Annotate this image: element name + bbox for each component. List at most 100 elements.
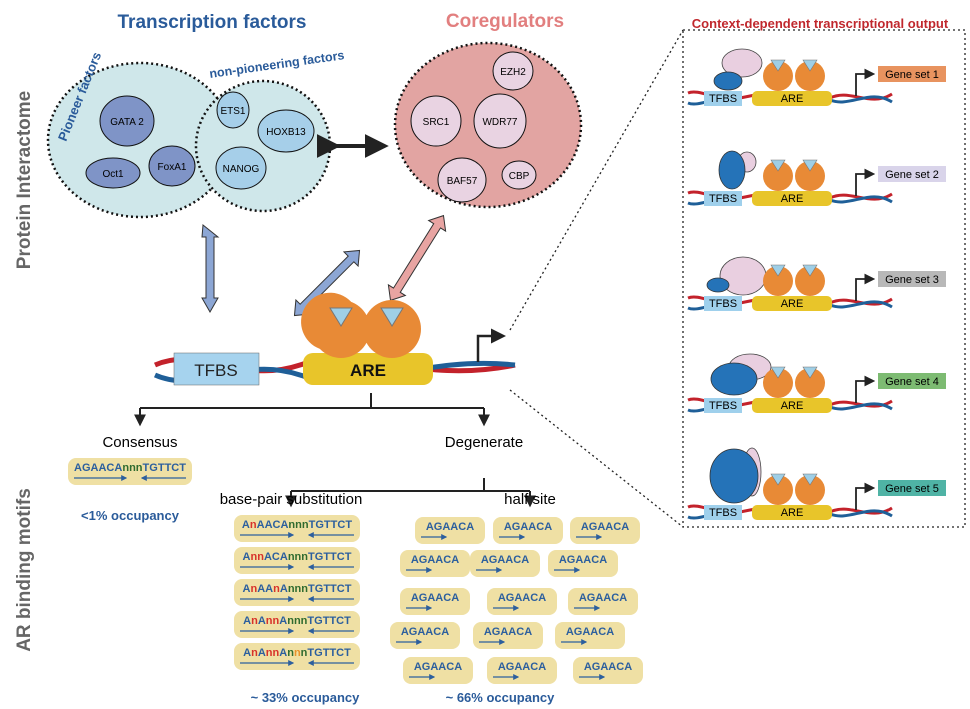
- title-transcription-factors: Transcription factors: [118, 12, 307, 33]
- bps-label: base-pair substitution: [220, 491, 363, 508]
- motif-sequence: AnnACAnnnTGTTCT: [243, 551, 352, 563]
- half-site-motif: AGAACA: [390, 622, 460, 649]
- degenerate-label: Degenerate: [445, 434, 523, 451]
- ligand-icon: [770, 473, 786, 486]
- transcription-arrow-icon: [855, 68, 876, 96]
- tfbs-box: [704, 505, 742, 520]
- motif-sequence: AGAACA: [579, 592, 627, 604]
- bps-occupancy: ~ 33% occupancy: [251, 690, 361, 705]
- non-pioneer-factors-group: [194, 79, 332, 213]
- title-context-output: Context-dependent transcriptional output: [692, 16, 949, 31]
- motif-sequence: AGAACA: [566, 626, 614, 638]
- tf-dna-arrow-icon: [201, 224, 220, 314]
- motif-sequence: AGAACA: [498, 661, 546, 673]
- are-box: [752, 91, 832, 106]
- motif-sequence: AGAACA: [401, 626, 449, 638]
- half-site-motif: AGAACA: [415, 517, 485, 544]
- coregulator-shape: [721, 48, 763, 78]
- gene-set-label: Gene set 2: [885, 169, 939, 181]
- are-box: [303, 353, 433, 385]
- half-site-motif: AGAACA: [570, 517, 640, 544]
- motif-sequence: AnAACAnnnTGTTCT: [242, 519, 352, 531]
- gene-set-badge: [878, 271, 946, 287]
- consensus-label: Consensus: [102, 434, 177, 451]
- ar-monomer: [795, 61, 825, 91]
- tfbs-box: [704, 398, 742, 413]
- gene-set-label: Gene set 3: [885, 274, 939, 286]
- ar-monomer: [763, 161, 793, 191]
- half-site-motif: AGAACA: [470, 550, 540, 577]
- motif-sequence: AnAnnAnnnTGTTCT: [243, 615, 351, 627]
- tf-oct1: Oct1: [102, 169, 124, 180]
- tfbs-box: [173, 352, 260, 386]
- tfbs-label: TFBS: [709, 298, 737, 310]
- bps-motif: AnAAnAnnnTGTTCT: [234, 579, 360, 606]
- motif-sequence: AGAACAnnnTGTTCT: [74, 462, 186, 474]
- bps-motif: AnAnnAnnnTGTTCT: [234, 643, 360, 670]
- bps-motif: AnnACAnnnTGTTCT: [234, 547, 360, 574]
- motif-sequence: AGAACA: [584, 661, 632, 673]
- tfbs-label: TFBS: [709, 400, 737, 412]
- are-label: ARE: [781, 193, 804, 205]
- gene-set-label: Gene set 4: [885, 376, 939, 388]
- motif-sequence: AGAACA: [484, 626, 532, 638]
- are-box: [752, 505, 832, 520]
- ligand-icon: [802, 264, 818, 277]
- are-box: [752, 191, 832, 206]
- half-site-motif: AGAACA: [473, 622, 543, 649]
- half-occupancy: ~ 66% occupancy: [446, 690, 556, 705]
- motif-sequence: AGAACA: [426, 521, 474, 533]
- ligand-icon: [802, 473, 818, 486]
- ligand-icon: [770, 159, 786, 172]
- interaction-arrows: [201, 134, 447, 317]
- motif-sequence: AGAACA: [498, 592, 546, 604]
- half-site-motif: AGAACA: [400, 588, 470, 615]
- gene-set-label: Gene set 1: [885, 69, 939, 81]
- ar-monomer: [795, 475, 825, 505]
- gene-set-badge: [878, 66, 946, 82]
- transcription-factor-shape: [718, 150, 746, 190]
- gene-set-badge: [878, 373, 946, 389]
- tfbs-box: [704, 191, 742, 206]
- half-site-motif: AGAACA: [548, 550, 618, 577]
- ligand-icon: [770, 59, 786, 72]
- transcription-factor-shape: [713, 71, 743, 91]
- consensus-occupancy: <1% occupancy: [81, 508, 180, 523]
- ar-monomer: [763, 475, 793, 505]
- motif-sequence: AGAACA: [559, 554, 607, 566]
- motif-sequence: AGAACA: [414, 661, 462, 673]
- bps-motif: AnAnnAnnnTGTTCT: [234, 611, 360, 638]
- half-site-motif: AGAACA: [493, 517, 563, 544]
- are-box: [752, 296, 832, 311]
- coreg-cbp: CBP: [509, 171, 530, 182]
- ligand-icon: [329, 307, 353, 327]
- motif-sequence: AGAACA: [411, 554, 459, 566]
- transcription-arrow-icon: [855, 168, 876, 196]
- are-label: ARE: [781, 93, 804, 105]
- context-unit-3: TFBS ARE Gene set 3: [687, 256, 946, 311]
- bps-motif: AnAACAnnnTGTTCT: [234, 515, 360, 542]
- context-unit-4: TFBS ARE Gene set 4: [687, 353, 946, 413]
- are-label: ARE: [781, 298, 804, 310]
- motif-sequence: AGAACA: [581, 521, 629, 533]
- ligand-icon: [802, 366, 818, 379]
- motif-boxes: AGAACAnnnTGTTCT AnAACAnnnTGTTCT AnnACAnnnT…: [68, 458, 643, 684]
- are-label: ARE: [781, 400, 804, 412]
- transcription-factor-shape: [706, 277, 730, 293]
- half-site-motif: AGAACA: [568, 588, 638, 615]
- ar-monomer: [763, 266, 793, 296]
- context-units: TFBS ARE Gene set 1 TFBS ARE Gene set 2 TFBS AR…: [687, 48, 946, 520]
- tf-foxa1: FoxA1: [158, 162, 187, 173]
- ligand-icon: [380, 307, 404, 327]
- tfbs-box: [704, 91, 742, 106]
- motif-sequence: AnAnnAnnnTGTTCT: [243, 647, 351, 659]
- half-site-motif: AGAACA: [487, 588, 557, 615]
- title-coregulators: Coregulators: [446, 11, 564, 32]
- half-site-label: half site: [504, 491, 556, 508]
- ar-monomer: [763, 368, 793, 398]
- motif-tree: [134, 393, 536, 508]
- label-protein-interactome: Protein Interactome: [14, 91, 35, 269]
- motif-sequence: AnAAnAnnnTGTTCT: [243, 583, 352, 595]
- coreg-ar-arrow-icon: [387, 214, 447, 302]
